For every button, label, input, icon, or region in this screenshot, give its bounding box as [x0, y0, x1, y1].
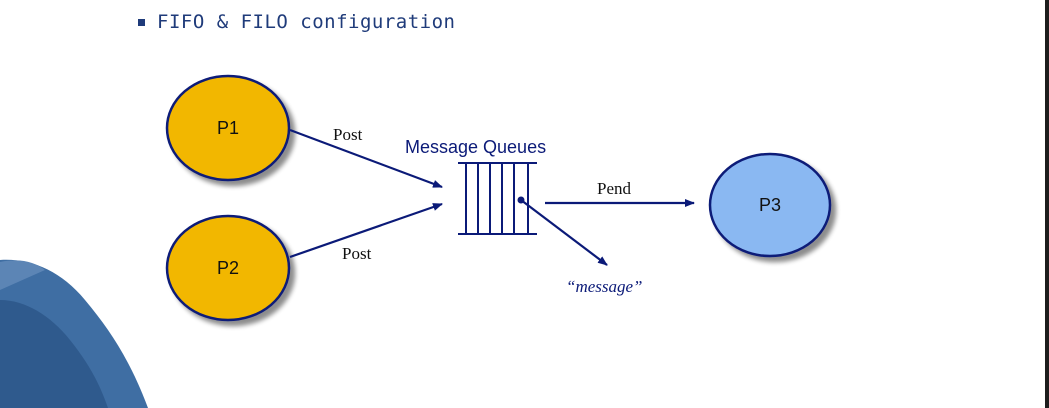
edge-label-p1-post: Post — [333, 125, 363, 144]
message-label: “message” — [566, 277, 643, 296]
node-p3: P3 — [708, 152, 832, 258]
node-p1-shape — [165, 74, 291, 182]
queue-title: Message Queues — [405, 137, 546, 157]
node-p1: P1 — [165, 74, 291, 182]
presenter-image — [0, 259, 148, 408]
node-p2-shape — [165, 214, 291, 322]
edge-label-p2-post: Post — [342, 244, 372, 263]
edge-message-out — [520, 199, 608, 266]
queue-icon — [458, 162, 537, 235]
node-p3-shape — [708, 152, 832, 258]
window-edge — [1045, 0, 1049, 408]
edge-p2-to-queue — [289, 202, 443, 259]
node-p3-label: P3 — [759, 195, 781, 215]
edge-p1-to-queue — [289, 128, 443, 189]
bullet-text: FIFO & FILO configuration — [157, 11, 456, 33]
node-p1-label: P1 — [217, 118, 239, 138]
bullet-point: FIFO & FILO configuration — [138, 9, 455, 35]
bullet-marker-icon — [138, 18, 145, 26]
node-p2-label: P2 — [217, 258, 239, 278]
node-p2: P2 — [165, 214, 291, 322]
edge-label-pend: Pend — [597, 179, 632, 198]
